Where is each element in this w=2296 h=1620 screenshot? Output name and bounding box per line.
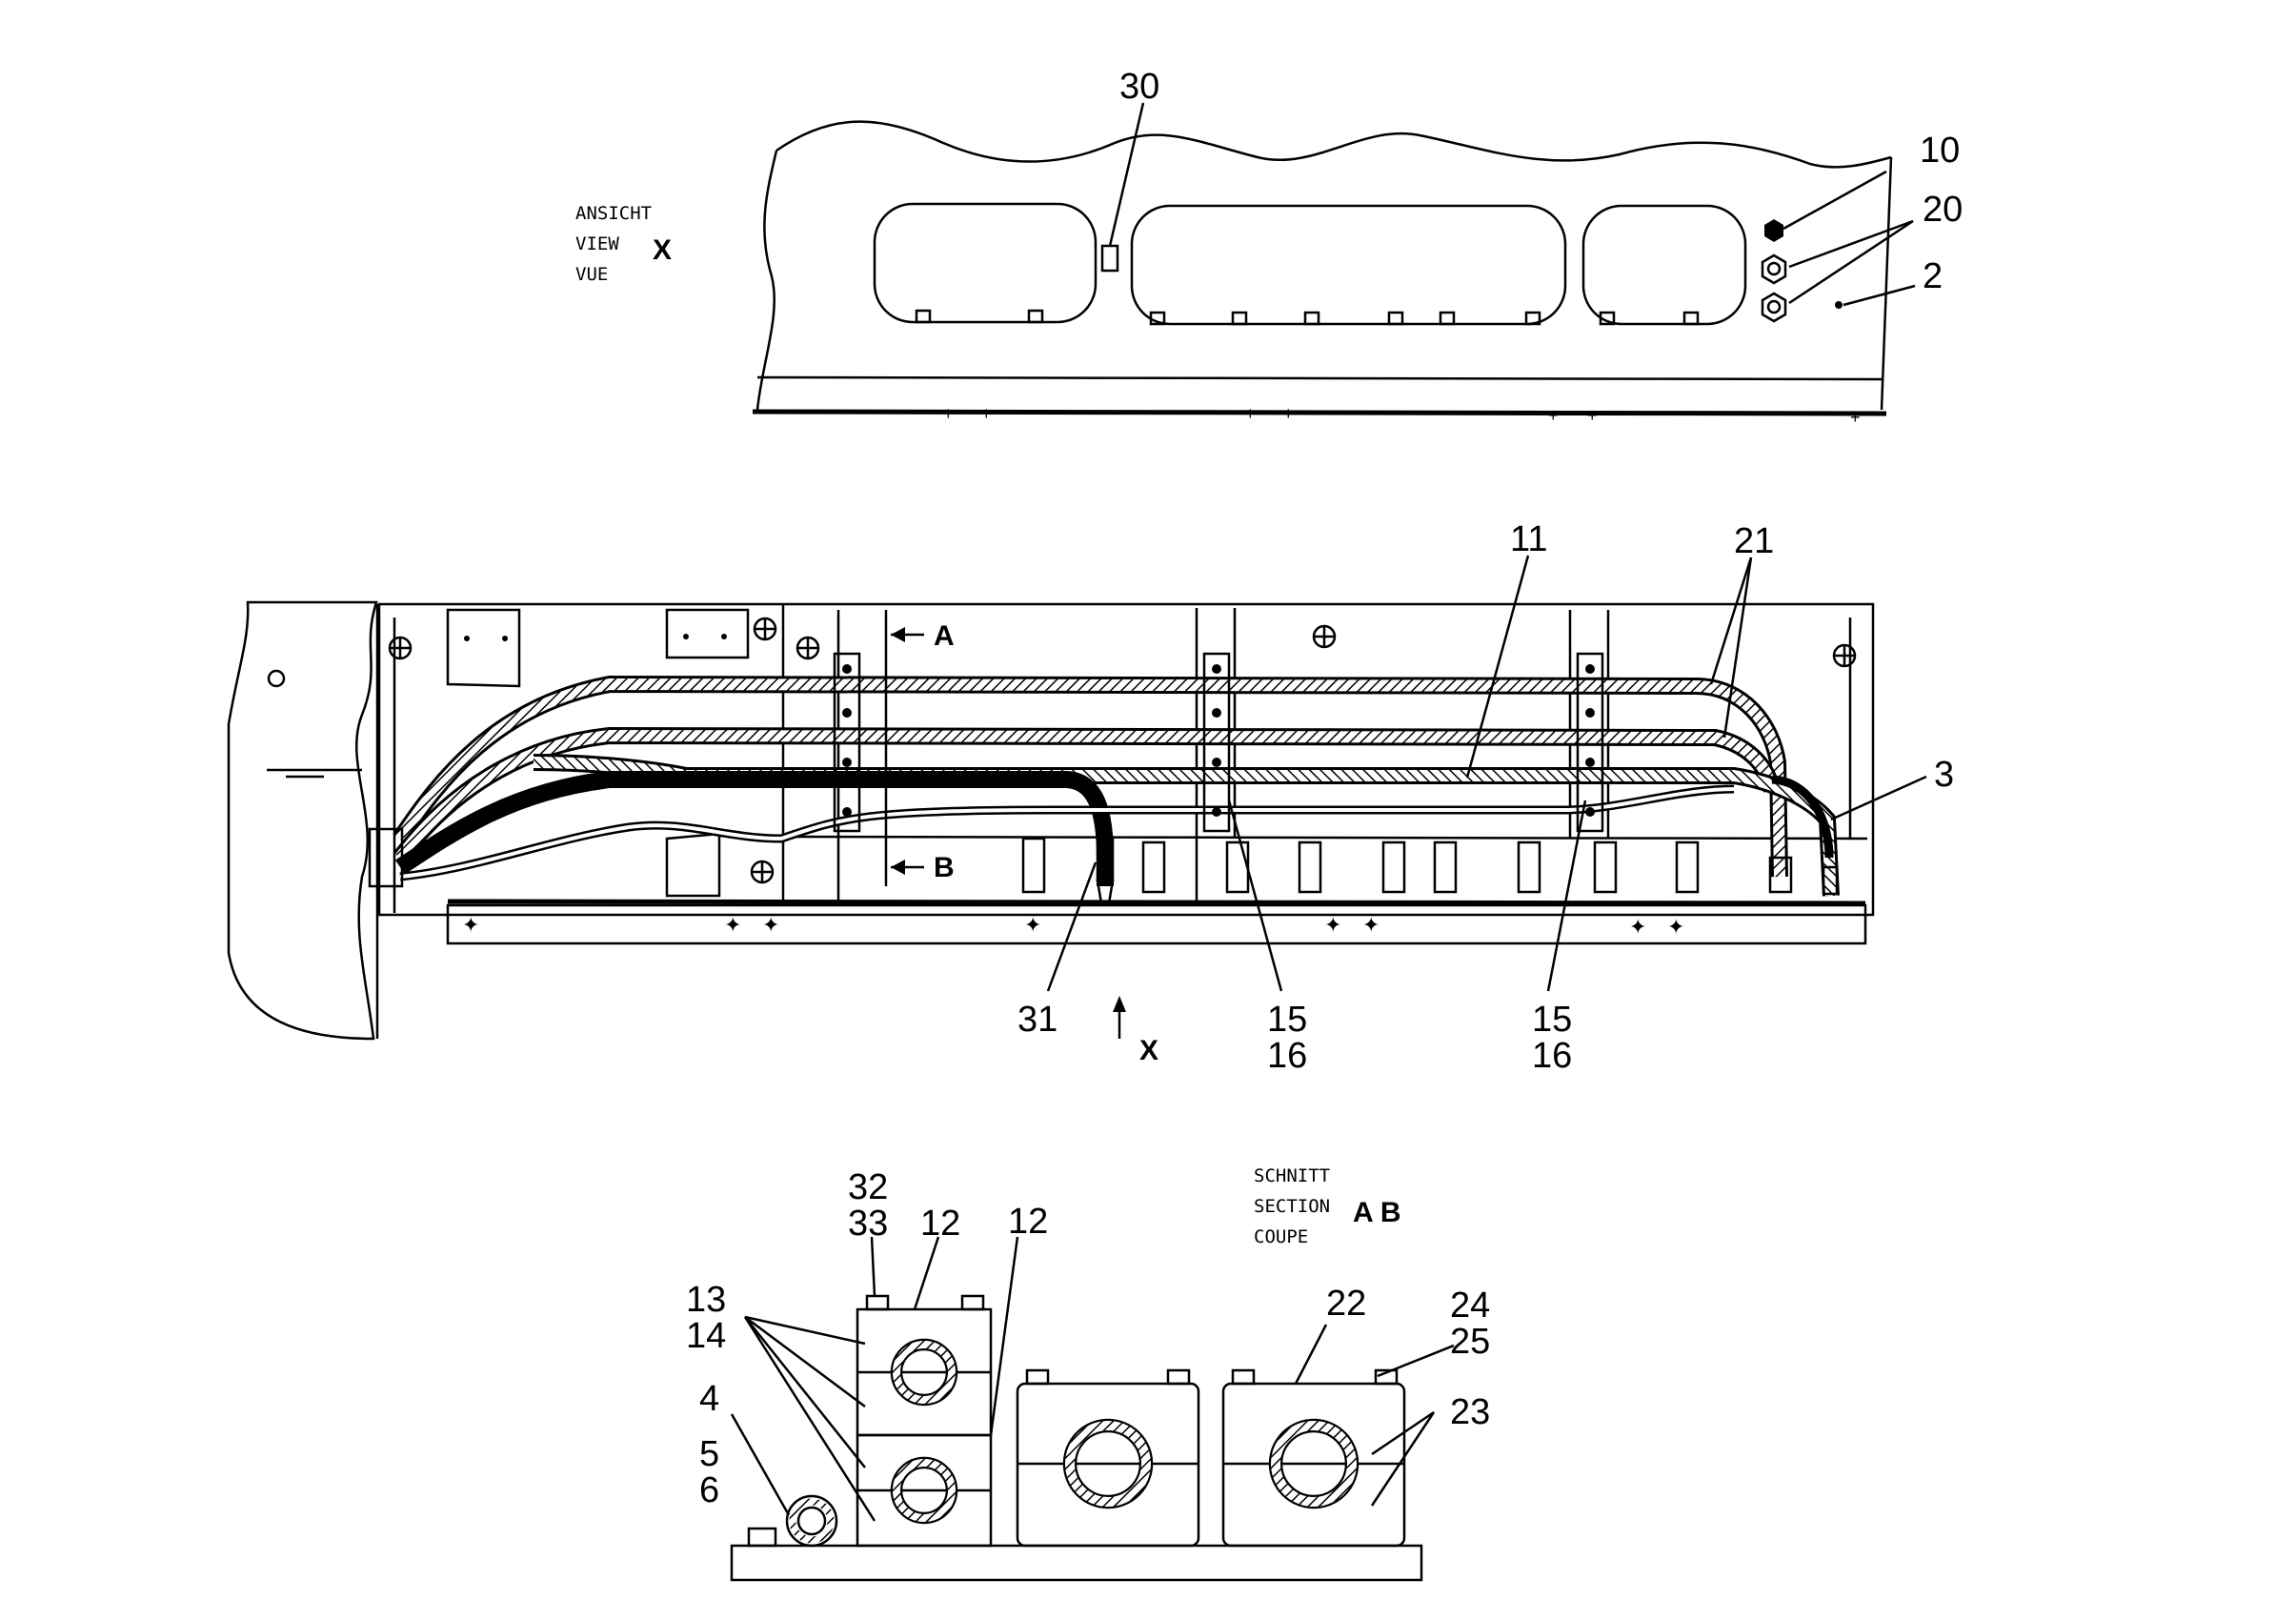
small-hose-4 — [747, 1494, 838, 1548]
rivets-main: ✦ ✦ ✦ ✦ ✦ ✦ ✦ ✦ — [462, 913, 1684, 939]
svg-text:✦: ✦ — [762, 913, 779, 937]
callout-5: 5 — [699, 1434, 719, 1474]
svg-text:+: + — [981, 404, 992, 423]
nut-20-b — [1761, 292, 1787, 323]
view-x-panel: + + + + + + + — [752, 120, 1893, 427]
svg-text:+: + — [1548, 406, 1559, 425]
callout-12-a: 12 — [920, 1204, 960, 1244]
hose-fittings — [368, 827, 1839, 905]
base-plate — [730, 1544, 1423, 1582]
hose-bundle — [393, 675, 1840, 897]
callout-25: 25 — [1450, 1322, 1490, 1362]
clamp-stack-2 — [1202, 652, 1231, 833]
callout-16-b: 16 — [1532, 1036, 1572, 1076]
callout-33: 33 — [848, 1204, 888, 1244]
svg-text:✦: ✦ — [462, 913, 479, 937]
svg-text:+: + — [943, 404, 954, 423]
callout-10: 10 — [1920, 131, 1960, 171]
callout-13: 13 — [686, 1280, 726, 1320]
svg-text:+: + — [1283, 404, 1294, 423]
svg-text:✦: ✦ — [724, 913, 741, 937]
section-ab-marker: A B — [1353, 1197, 1401, 1228]
rivets-top: + + + + + + + — [943, 404, 1861, 427]
callout-14: 14 — [686, 1316, 726, 1356]
svg-text:✦: ✦ — [1667, 915, 1684, 939]
main-view: ✦ ✦ ✦ ✦ ✦ ✦ ✦ ✦ — [227, 519, 1954, 1076]
fitting-30 — [1100, 244, 1119, 273]
caption-vue: VUE — [575, 264, 608, 285]
callout-16-a: 16 — [1267, 1036, 1307, 1076]
nut-20-a — [1761, 253, 1787, 285]
section-ab: SCHNITT SECTION COUPE A B — [686, 1165, 1490, 1582]
clamp-stack-3 — [1576, 652, 1604, 833]
callout-2: 2 — [1923, 256, 1943, 296]
caption-schnitt: SCHNITT — [1254, 1165, 1330, 1186]
section-ab-caption: SCHNITT SECTION COUPE A B — [1254, 1165, 1401, 1247]
view-arrow-x: X — [1139, 1035, 1158, 1066]
callout-20: 20 — [1923, 190, 1963, 230]
view-x-marker: X — [653, 234, 672, 266]
callout-6: 6 — [699, 1470, 719, 1510]
clip-marks — [915, 309, 1700, 326]
clamp-stack-1 — [833, 652, 861, 833]
svg-text:✦: ✦ — [1024, 913, 1041, 937]
slots — [1021, 837, 1700, 894]
svg-text:+: + — [1587, 406, 1598, 425]
clamp-block-left — [856, 1294, 993, 1548]
clamp-block-middle — [1016, 1368, 1200, 1548]
caption-ansicht: ANSICHT — [575, 203, 652, 224]
svg-text:✦: ✦ — [1629, 915, 1646, 939]
caption-coupe: COUPE — [1254, 1226, 1308, 1247]
caption-section: SECTION — [1254, 1196, 1330, 1217]
section-mark-b: B — [934, 852, 955, 883]
callout-24: 24 — [1450, 1286, 1490, 1326]
callout-3: 3 — [1934, 755, 1954, 795]
clamp-block-right — [1221, 1368, 1406, 1548]
svg-text:+: + — [1245, 404, 1256, 423]
callout-31: 31 — [1017, 1000, 1057, 1040]
caption-view: VIEW — [575, 233, 619, 254]
callout-4: 4 — [699, 1379, 719, 1419]
callout-23: 23 — [1450, 1392, 1490, 1432]
section-mark-a: A — [934, 620, 955, 652]
callout-21: 21 — [1734, 521, 1774, 561]
nut-10 — [1764, 219, 1783, 242]
callout-32: 32 — [848, 1167, 888, 1207]
callout-22: 22 — [1326, 1284, 1366, 1324]
view-x-caption: ANSICHT VIEW VUE X — [575, 203, 672, 285]
callout-12-b: 12 — [1008, 1202, 1048, 1242]
callout-30: 30 — [1119, 67, 1159, 107]
callout-11: 11 — [1510, 519, 1547, 559]
svg-text:+: + — [1850, 408, 1861, 427]
mount-holes — [388, 617, 1857, 884]
svg-text:✦: ✦ — [1362, 913, 1380, 937]
svg-text:✦: ✦ — [1324, 913, 1341, 937]
view-x: ANSICHT VIEW VUE X — [575, 67, 1963, 427]
callout-15-b: 15 — [1532, 1000, 1572, 1040]
callout-15-a: 15 — [1267, 1000, 1307, 1040]
main-panel — [377, 602, 1875, 917]
